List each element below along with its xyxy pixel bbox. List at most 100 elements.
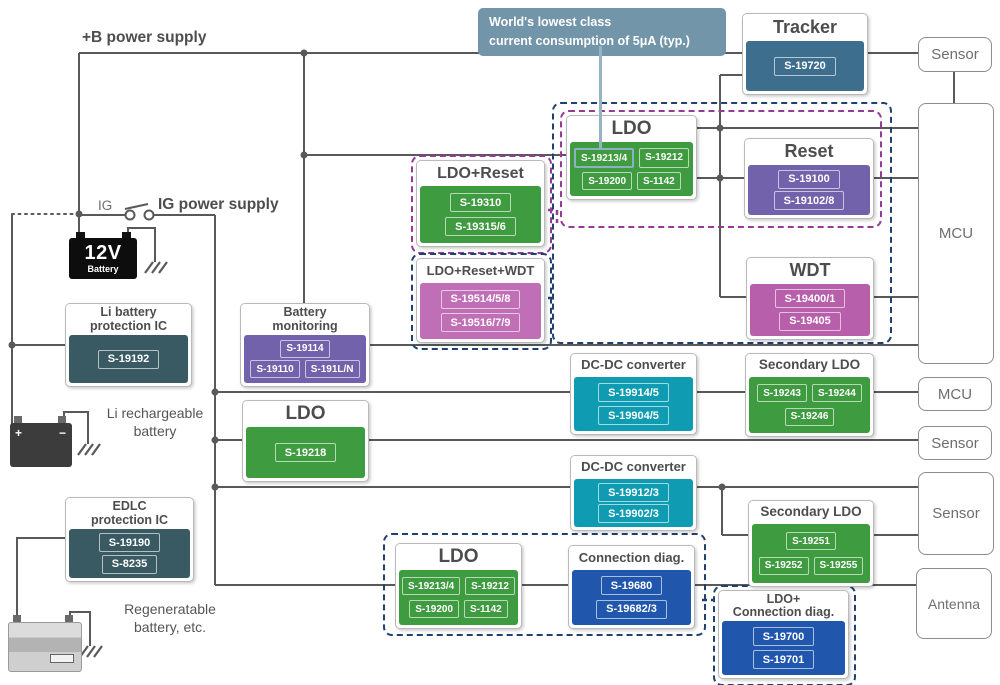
chip-label: S-19244 <box>812 384 862 403</box>
chip-label: S-19192 <box>97 349 160 369</box>
ic-box-title: DC-DC converter <box>571 354 696 377</box>
chip-label: S-19700 <box>752 627 815 646</box>
chip-label: S-19514/5/8 <box>440 289 521 309</box>
io-box-sensor_3: Sensor <box>918 472 994 555</box>
minus-sign: − <box>58 426 66 440</box>
chip-label: S-19914/5 <box>598 383 669 402</box>
ig-label: IG <box>98 198 113 213</box>
plus-sign: + <box>15 426 23 440</box>
group-outline-ldo-reset-wdt <box>552 102 892 344</box>
ic-box-body: S-19218 <box>246 427 365 478</box>
battery-terminal <box>58 416 66 424</box>
ground-symbols <box>77 261 168 658</box>
ic-box-title: LDO+Reset+WDT <box>417 259 544 283</box>
group-outline-ldo-reset <box>560 110 882 228</box>
battery-terminal <box>14 416 22 424</box>
chip-label: S-19310 <box>449 193 512 212</box>
chip-label: S-8235 <box>101 554 158 574</box>
chip-label: S-19218 <box>274 443 337 462</box>
chip-label: S-19212 <box>639 148 689 168</box>
chip-label: S-19102/8 <box>773 191 845 211</box>
regeneratable-label: Regeneratable battery, etc. <box>124 601 216 635</box>
li-rechargeable-battery: + − <box>10 423 72 467</box>
chip-label: S-19190 <box>98 533 161 553</box>
battery-12v-sublabel: Battery <box>87 264 119 274</box>
b-power-supply-label: +B power supply <box>82 29 207 46</box>
chip-label: S-19680 <box>600 576 663 596</box>
ground-icon <box>144 261 168 274</box>
regeneratable-battery <box>8 622 82 672</box>
li-rechargeable-label: Li rechargeable battery <box>106 405 204 439</box>
battery-terminal <box>76 232 85 239</box>
ic-box-title: Reset <box>745 139 873 165</box>
ic-box-title: EDLC protection IC <box>66 498 193 529</box>
chip-label: S-19110 <box>250 360 300 379</box>
io-box-antenna: Antenna <box>916 568 992 639</box>
ic-box-title: LDO <box>567 116 696 142</box>
ic-box-title: WDT <box>747 258 873 284</box>
callout-line2: current consumption of 5μA (typ.) <box>489 33 690 48</box>
group-outline-ldo-reset-wdt-combo <box>411 253 552 350</box>
junction-dots <box>8 49 726 491</box>
ic-box-body: S-19720 <box>746 41 864 91</box>
ic-box-body: S-19192 <box>69 335 188 383</box>
chip-label: S-19114 <box>280 339 330 358</box>
chip-label: S-19315/6 <box>445 217 516 236</box>
chip-label: S-19904/5 <box>598 406 669 425</box>
io-box-sensor_2: Sensor <box>918 426 992 460</box>
ic-box-title: Tracker <box>743 14 867 41</box>
battery-terminal <box>122 232 131 239</box>
chip-label: S-19213/4 <box>574 148 635 168</box>
callout-bubble: World's lowest class current consumption… <box>478 8 726 56</box>
chip-label: S-19100 <box>778 169 840 189</box>
chip-label: S-19212 <box>465 577 515 595</box>
chip-label: S-19251 <box>786 532 836 551</box>
battery-terminal <box>13 615 21 623</box>
chip-label: S-19902/3 <box>598 504 669 523</box>
chip-label: S-19246 <box>784 407 835 426</box>
ic-box-title: Secondary LDO <box>749 501 873 524</box>
ic-box-title: Li battery protection IC <box>66 304 191 335</box>
chip-label: S-191L/N <box>304 360 360 379</box>
ic-box-title: Battery monitoring <box>241 304 369 335</box>
group-outline-ldo-connection <box>383 533 706 636</box>
battery-terminal <box>65 615 73 623</box>
ic-box-title: LDO <box>243 401 368 427</box>
ground-icon <box>79 645 103 658</box>
chip-label: S-19912/3 <box>598 483 669 502</box>
ic-box-title: Connection diag. <box>569 546 694 570</box>
chip-label: S-19400/1 <box>774 289 846 309</box>
chip-label: S-19255 <box>813 556 864 575</box>
callout-line1: World's lowest class <box>489 15 612 29</box>
chip-label: S-1142 <box>464 600 508 618</box>
chip-label: S-19213/4 <box>402 577 461 595</box>
ic-box-ldo_mid: LDO S-19218 <box>242 400 369 482</box>
ic-box-title: LDO+ Connection diag. <box>719 591 848 621</box>
battery-12v: 12V Battery <box>69 238 137 279</box>
chip-label: S-19682/3 <box>596 599 667 619</box>
chip-label: S-19200 <box>409 600 460 618</box>
io-box-sensor_top: Sensor <box>918 37 992 72</box>
